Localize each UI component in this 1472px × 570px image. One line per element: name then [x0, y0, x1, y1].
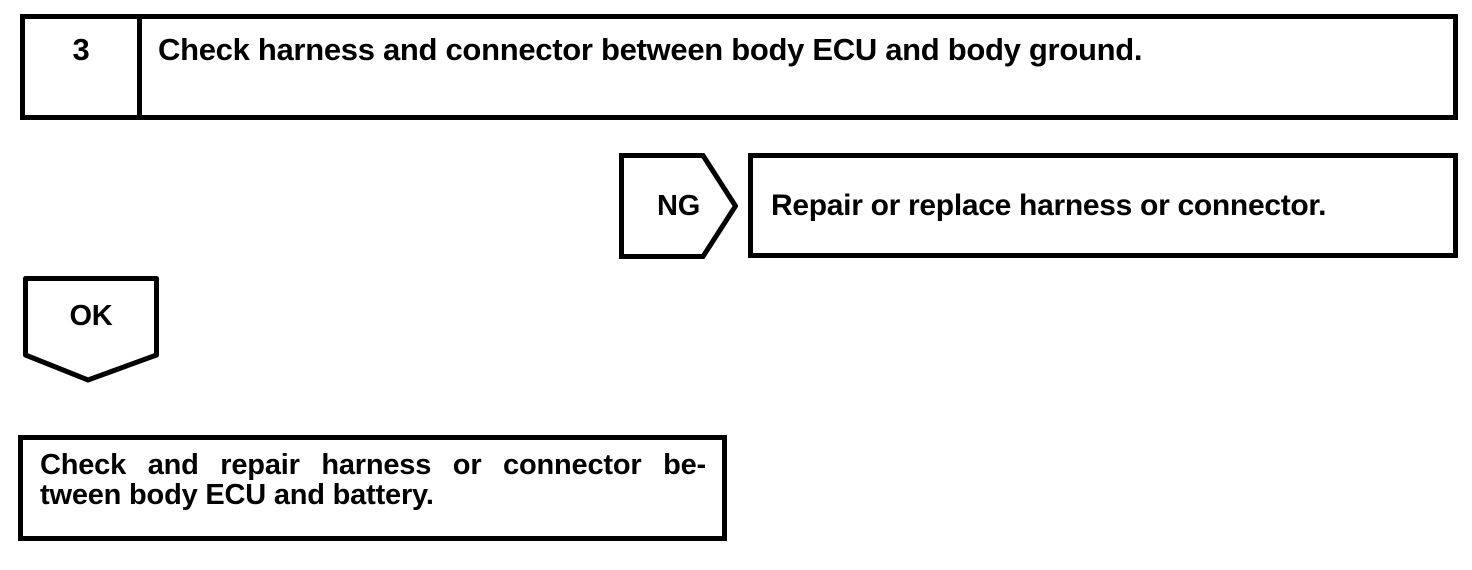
step-number: 3: [25, 19, 142, 115]
ok-action-line-1: Check and repair harness or connector be…: [40, 449, 706, 481]
ng-connector-shape: NG: [619, 153, 738, 259]
ok-action-box: Check and repair harness or connector be…: [18, 435, 727, 541]
ok-label: OK: [69, 299, 113, 332]
step-title: Check harness and connector between body…: [158, 32, 1143, 67]
ok-connector-shape: OK: [23, 276, 159, 383]
step-header-box: 3 Check harness and connector between bo…: [20, 14, 1458, 120]
ng-label: NG: [657, 189, 700, 222]
ng-pentagon-icon: [619, 153, 738, 259]
ok-action-line-2: tween body ECU and battery.: [40, 479, 434, 511]
ok-pentagon-icon: [23, 276, 159, 383]
ng-action-text: Repair or replace harness or connector.: [771, 188, 1327, 222]
ng-action-box: Repair or replace harness or connector.: [748, 153, 1458, 258]
